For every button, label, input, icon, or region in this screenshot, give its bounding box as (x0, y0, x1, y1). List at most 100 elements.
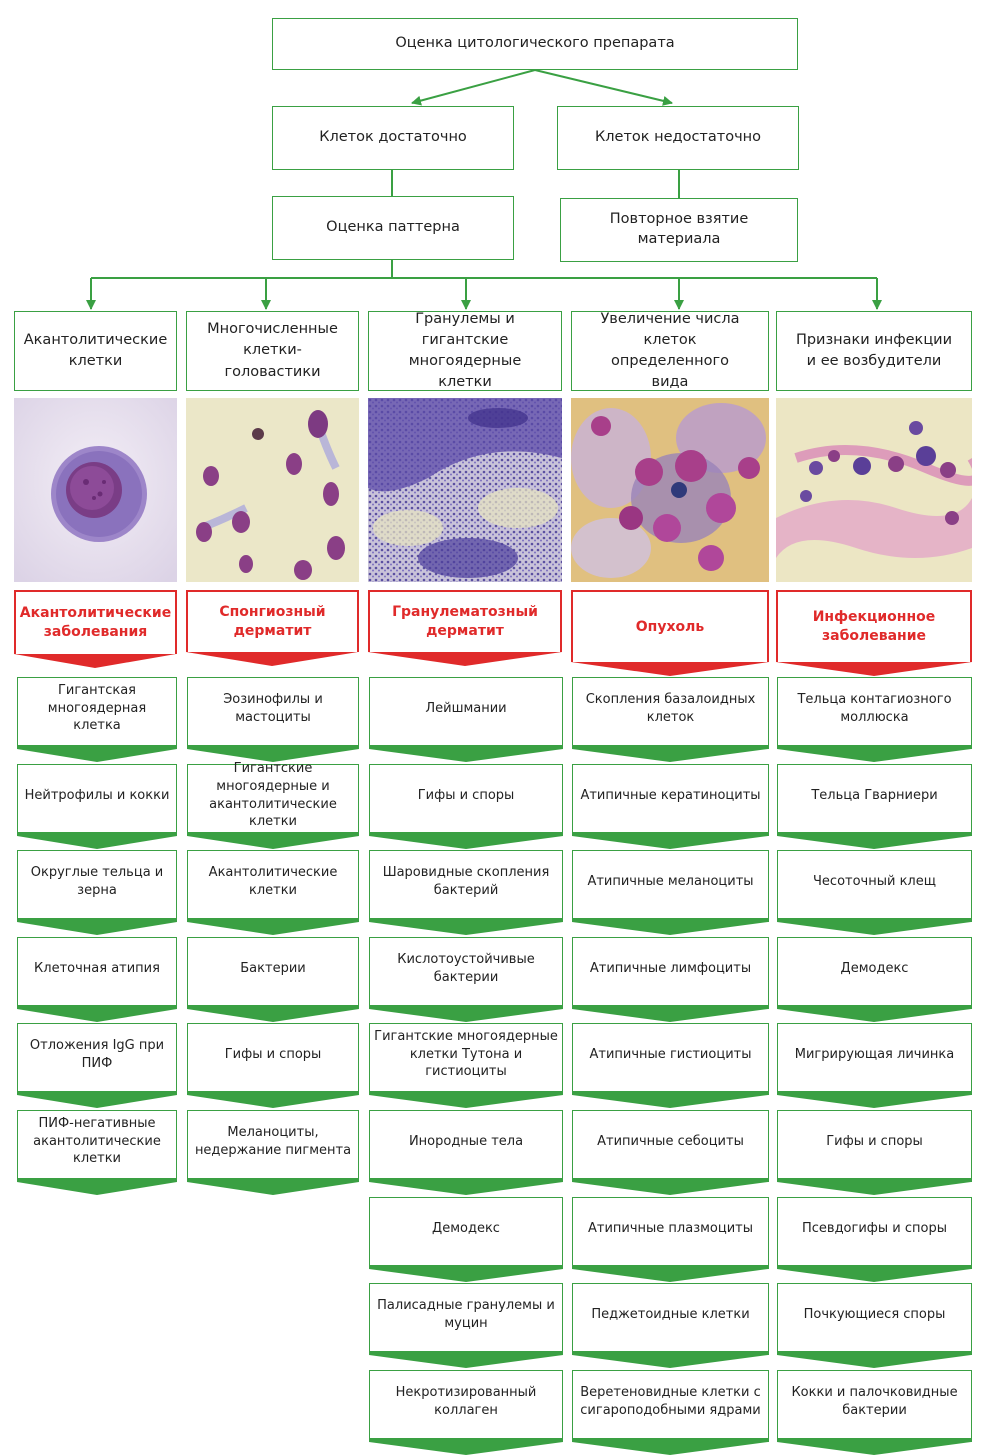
finding-item: Атипичные плазмоциты (572, 1197, 769, 1269)
finding-item-base (777, 1351, 972, 1355)
finding-item-arrow (369, 1442, 563, 1455)
finding-item-arrow (369, 1355, 563, 1368)
finding-item-base (777, 1091, 972, 1095)
finding-item: Мигрирующая личинка (777, 1023, 972, 1095)
flow-connectors (86, 69, 882, 310)
disease-arrow-infectious (776, 662, 972, 676)
finding-item-base (369, 745, 563, 749)
finding-item: Атипичные гистиоциты (572, 1023, 769, 1095)
finding-item: Гигантские многоядерные клетки Тутона и … (369, 1023, 563, 1095)
finding-item: Веретеновидные клетки с сигароподобными … (572, 1370, 769, 1442)
finding-item-arrow (572, 1442, 768, 1455)
finding-item-base (572, 1091, 769, 1095)
finding-item: Бактерии (187, 937, 359, 1009)
finding-item-base (572, 918, 769, 922)
finding-item-arrow (187, 749, 359, 762)
finding-item-base (572, 1351, 769, 1355)
finding-item: Некротизированный коллаген (369, 1370, 563, 1442)
finding-item: Атипичные меланоциты (572, 850, 769, 922)
finding-item: Гигантские многоядерные и акантолитическ… (187, 761, 359, 836)
pattern-header-acantholytic: Акантолитические клетки (14, 311, 177, 391)
cells-enough-box: Клеток достаточно (272, 106, 514, 170)
finding-item-base (187, 745, 359, 749)
finding-item: Округлые тельца и зерна (17, 850, 177, 922)
finding-item-arrow (369, 1182, 563, 1195)
finding-item: Гифы и споры (777, 1110, 972, 1182)
finding-item-arrow (369, 1095, 563, 1108)
finding-item-base (572, 1265, 769, 1269)
finding-item: ПИФ-негативные акантолитические клетки (17, 1110, 177, 1182)
pattern-assessment-box: Оценка паттерна (272, 196, 514, 260)
finding-item: Демодекс (777, 937, 972, 1009)
disease-arrow-tumor (571, 662, 769, 676)
pattern-header-infection: Признаки инфекции и ее возбудители (776, 311, 972, 391)
finding-item: Нейтрофилы и кокки (17, 764, 177, 836)
finding-item: Педжетоидные клетки (572, 1283, 769, 1355)
finding-item-arrow (187, 1182, 359, 1195)
finding-item-arrow (777, 1355, 971, 1368)
finding-item-base (777, 1178, 972, 1182)
root-box: Оценка цитологического препарата (272, 18, 798, 70)
finding-item-base (187, 1091, 359, 1095)
finding-item-base (777, 832, 972, 836)
finding-item: Гигантская многоядерная клетка (17, 677, 177, 749)
disease-tumor: Опухоль (571, 590, 769, 662)
finding-item-arrow (17, 1095, 177, 1108)
finding-item: Атипичные кератиноциты (572, 764, 769, 836)
finding-item: Тельца контагиозного моллюска (777, 677, 972, 749)
finding-item: Псевдогифы и споры (777, 1197, 972, 1269)
finding-item-arrow (572, 1182, 768, 1195)
disease-spongiotic: Спонгиозный дерматит (186, 590, 359, 652)
finding-item: Скопления базалоидных клеток (572, 677, 769, 749)
finding-item: Чесоточный клещ (777, 850, 972, 922)
finding-item-base (369, 1005, 563, 1009)
finding-item-arrow (369, 749, 563, 762)
finding-item-base (369, 1265, 563, 1269)
micrograph-granuloma (368, 398, 562, 582)
finding-item-base (369, 1351, 563, 1355)
cells-not-enough-box: Клеток недостаточно (557, 106, 799, 170)
finding-item: Атипичные лимфоциты (572, 937, 769, 1009)
finding-item-arrow (777, 749, 971, 762)
finding-item-arrow (17, 922, 177, 935)
finding-item-base (572, 1005, 769, 1009)
repeat-sampling-box: Повторное взятие материала (560, 198, 798, 262)
micrograph-acantholytic-cell (14, 398, 177, 582)
finding-item: Палисадные гранулемы и муцин (369, 1283, 563, 1355)
finding-item-arrow (572, 922, 768, 935)
disease-acantholytic: Акантолитические заболевания (14, 590, 177, 654)
finding-item-base (777, 745, 972, 749)
finding-item: Лейшмании (369, 677, 563, 749)
finding-item-base (17, 1178, 177, 1182)
finding-item-arrow (777, 1442, 971, 1455)
finding-item-arrow (17, 749, 177, 762)
finding-item-base (572, 1438, 769, 1442)
finding-item: Эозинофилы и мастоциты (187, 677, 359, 749)
finding-item-base (17, 918, 177, 922)
finding-item-arrow (572, 1355, 768, 1368)
finding-item-base (572, 832, 769, 836)
finding-item-base (17, 1005, 177, 1009)
finding-item-base (17, 832, 177, 836)
finding-item-base (17, 745, 177, 749)
finding-item-arrow (17, 836, 177, 849)
finding-item: Шаровидные скопления бактерий (369, 850, 563, 922)
finding-item-arrow (17, 1009, 177, 1022)
finding-item: Атипичные себоциты (572, 1110, 769, 1182)
finding-item-base (369, 918, 563, 922)
finding-item: Гифы и споры (369, 764, 563, 836)
finding-item: Меланоциты, недержание пигмента (187, 1110, 359, 1182)
finding-item-arrow (777, 922, 971, 935)
finding-item-arrow (572, 836, 768, 849)
finding-item-base (777, 918, 972, 922)
finding-item-base (572, 1178, 769, 1182)
finding-item-base (777, 1438, 972, 1442)
micrograph-tadpole-cells (186, 398, 359, 582)
finding-item-arrow (369, 1009, 563, 1022)
finding-item-arrow (369, 922, 563, 935)
finding-item-base (369, 1438, 563, 1442)
disease-infectious: Инфекционное заболевание (776, 590, 972, 662)
finding-item: Инородные тела (369, 1110, 563, 1182)
finding-item-arrow (777, 836, 971, 849)
finding-item-arrow (369, 836, 563, 849)
